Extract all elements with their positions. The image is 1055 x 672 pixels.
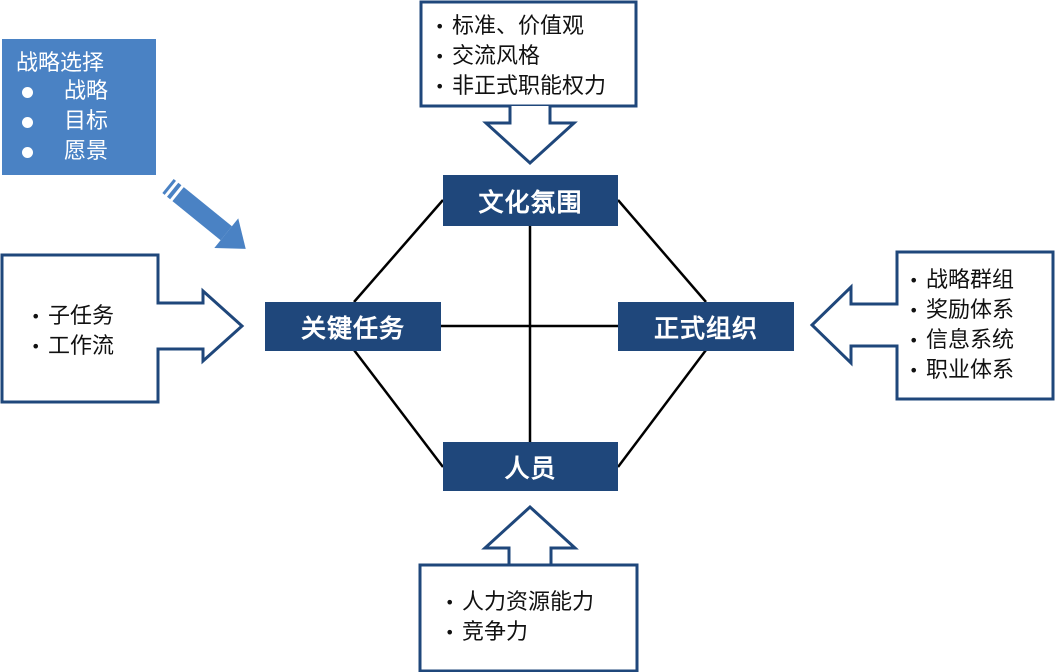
connector-culture-org <box>617 199 707 303</box>
callout-left-item: 工作流 <box>28 332 114 362</box>
callout-top-item: 非正式职能权力 <box>432 72 606 102</box>
callout-left-frame <box>0 253 245 404</box>
node-culture: 文化氛围 <box>443 175 618 226</box>
connector-lines <box>353 199 707 468</box>
strategy-list: 战略 目标 愿景 <box>20 77 108 167</box>
node-key-tasks: 关键任务 <box>265 302 441 351</box>
arrow-right-icon <box>0 253 245 404</box>
callout-right-item: 职业体系 <box>906 356 1014 386</box>
strategy-item: 战略 <box>20 77 108 107</box>
strategy-box: 战略选择 战略 目标 愿景 <box>2 39 156 175</box>
callout-right: 战略群组 奖励体系 信息系统 职业体系 <box>906 266 1014 386</box>
node-people: 人员 <box>443 442 618 491</box>
callout-left-item: 子任务 <box>28 302 114 332</box>
callout-right-item: 信息系统 <box>906 326 1014 356</box>
callout-top-item: 交流风格 <box>432 42 606 72</box>
connector-org-people <box>617 349 707 468</box>
arrow-up-icon <box>481 504 579 566</box>
callout-bottom-item: 人力资源能力 <box>442 588 594 618</box>
connector-culture-tasks <box>353 199 444 303</box>
callout-top: 标准、价值观 交流风格 非正式职能权力 <box>432 12 606 102</box>
callout-bottom: 人力资源能力 竞争力 <box>442 588 594 648</box>
callout-top-item: 标准、价值观 <box>432 12 606 42</box>
strategy-item: 愿景 <box>20 137 108 167</box>
callout-bottom-item: 竞争力 <box>442 618 594 648</box>
callout-right-item: 战略群组 <box>906 266 1014 296</box>
strategy-title: 战略选择 <box>16 51 105 76</box>
connector-tasks-people <box>353 349 444 468</box>
strategy-item: 目标 <box>20 107 108 137</box>
callout-right-item: 奖励体系 <box>906 296 1014 326</box>
callout-left: 子任务 工作流 <box>28 302 114 362</box>
diagonal-arrow-icon <box>162 179 246 249</box>
node-formal-org: 正式组织 <box>618 302 794 351</box>
arrow-down-icon <box>482 106 578 166</box>
